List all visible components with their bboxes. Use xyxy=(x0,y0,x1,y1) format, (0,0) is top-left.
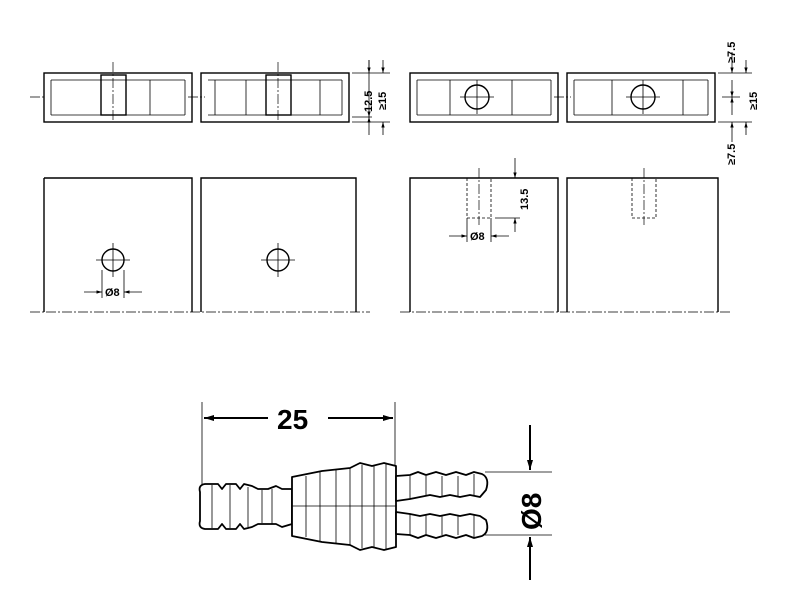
dim-label-length: 25 xyxy=(277,404,308,435)
dim-label-12-5: 12.5 xyxy=(363,91,375,112)
connector-dim-diameter: Ø8 xyxy=(485,425,552,580)
connector-dim-length: 25 xyxy=(201,402,396,485)
edge-view-left xyxy=(30,62,350,123)
dim-label-depth: 13.5 xyxy=(519,189,531,210)
dim-label-dia-edge: Ø8 xyxy=(470,231,485,243)
dim-label-thickness-left: ≥15 xyxy=(377,92,389,110)
dim-label-dia-face: Ø8 xyxy=(105,287,120,299)
face-view-left: Ø8 xyxy=(30,177,370,313)
dim-edge-right: ≥7.5 ≥15 ≥7.5 xyxy=(718,42,760,165)
edge-view-right xyxy=(409,72,716,123)
dim-label-thickness-right: ≥15 xyxy=(748,92,760,110)
dim-label-edge-top: ≥7.5 xyxy=(726,42,738,63)
dim-label-connector-dia: Ø8 xyxy=(516,493,547,530)
face-view-right: 13.5 Ø8 xyxy=(400,158,730,313)
connector-part xyxy=(198,462,489,551)
dim-thickness-left: 12.5 ≥15 xyxy=(352,60,390,135)
dim-label-edge-bottom: ≥7.5 xyxy=(726,144,738,165)
